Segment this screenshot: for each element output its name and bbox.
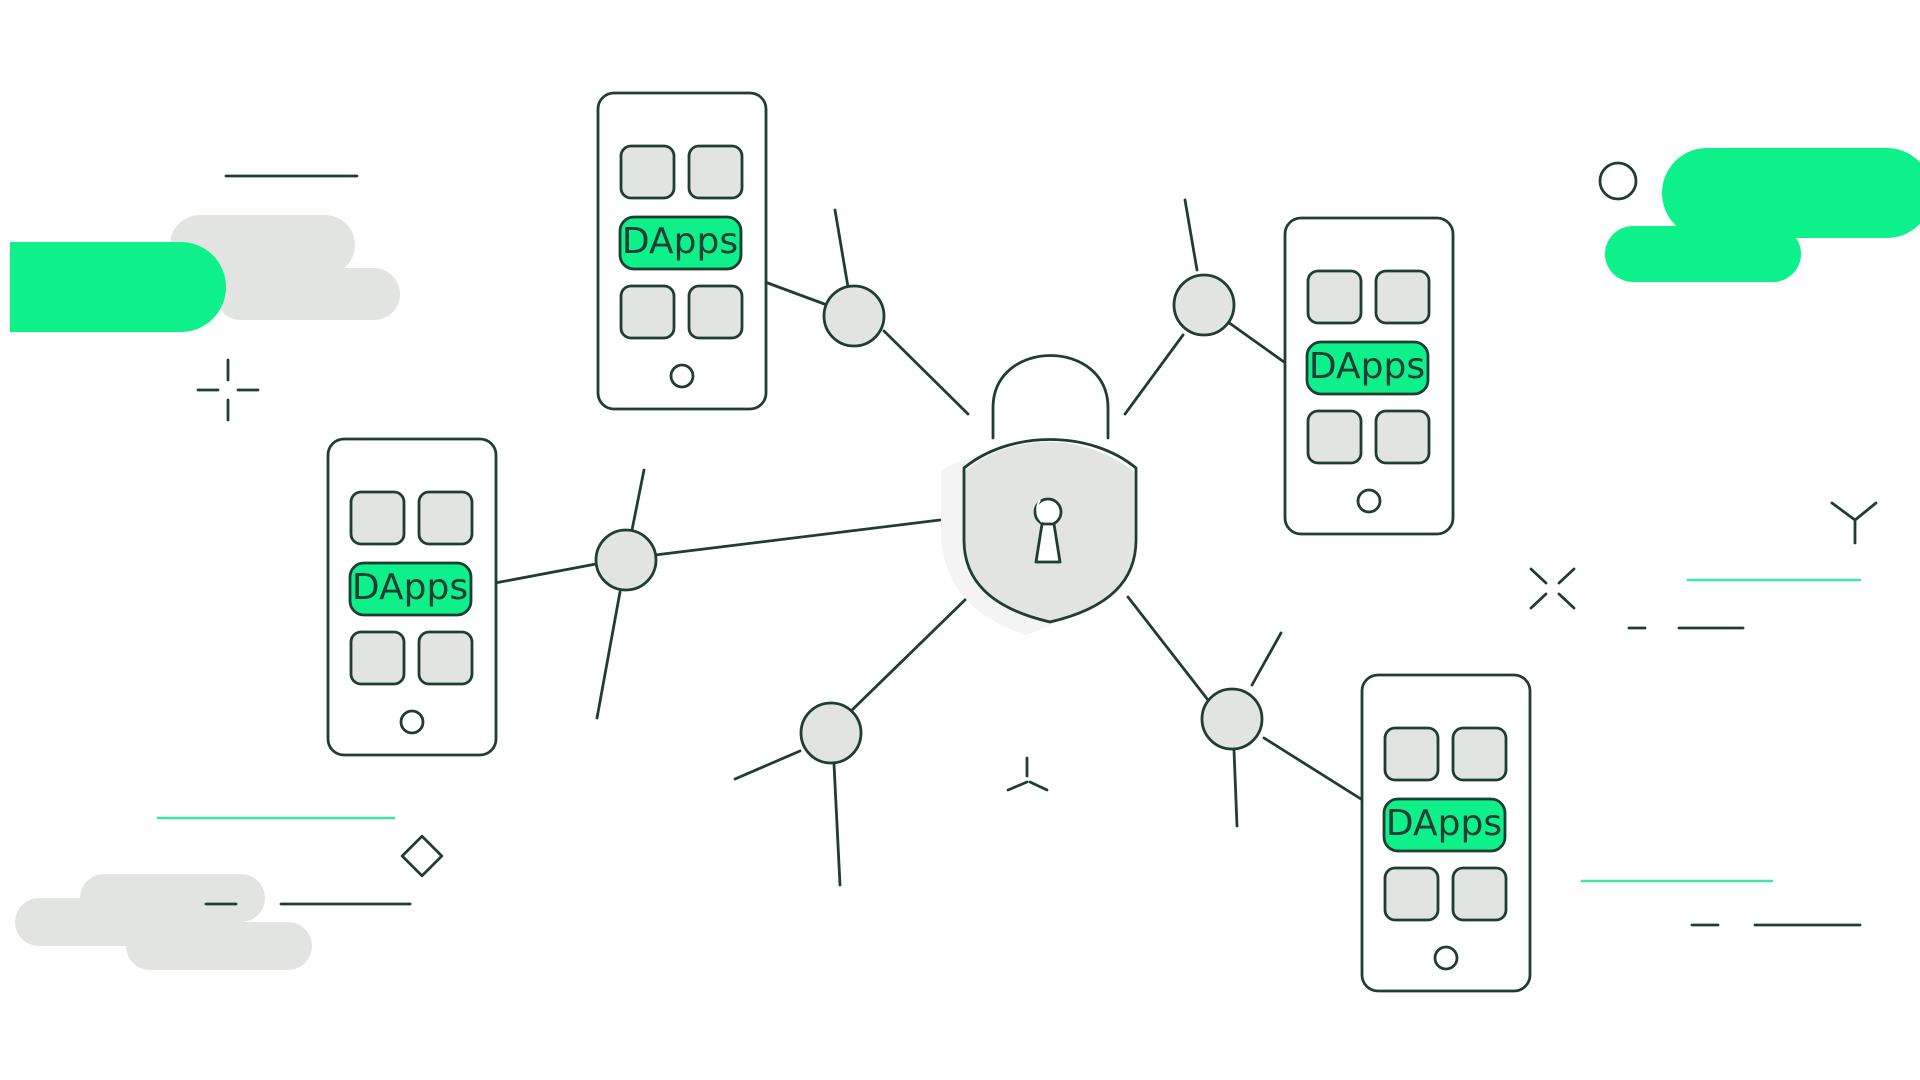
home-button <box>1433 945 1459 971</box>
sparkle-tri-icon <box>1006 756 1049 792</box>
diamond-icon <box>400 834 444 878</box>
sparkle-plus-icon <box>196 358 260 422</box>
app-tile <box>349 630 406 686</box>
home-button <box>1356 488 1382 514</box>
app-tile <box>1306 409 1363 465</box>
cloud-top-left <box>10 215 400 332</box>
network-node <box>594 528 658 592</box>
app-tile <box>687 144 744 200</box>
app-tile <box>687 284 744 340</box>
app-tile <box>349 490 406 546</box>
app-tile <box>619 284 676 340</box>
ring-icon <box>1598 161 1638 201</box>
phone-top: DApps <box>596 91 768 411</box>
dapps-label-text: DApps <box>622 221 738 262</box>
phone-left: DApps <box>326 437 498 757</box>
app-tile <box>1374 269 1431 325</box>
dapps-label-text: DApps <box>1386 803 1502 844</box>
app-tile <box>1306 269 1363 325</box>
network-nodes <box>594 273 1264 765</box>
app-tile <box>417 630 474 686</box>
app-tile <box>1383 866 1440 922</box>
cloud-bottom-left <box>15 874 312 970</box>
app-tile <box>1451 866 1508 922</box>
padlock-shield-icon <box>941 354 1138 635</box>
phone-right: DApps <box>1283 216 1455 536</box>
dapps-label-text: DApps <box>1309 346 1425 387</box>
network-node <box>1200 687 1264 751</box>
app-tile <box>619 144 676 200</box>
dapps-label <box>348 561 473 617</box>
dapps-label <box>1382 797 1507 853</box>
app-tile <box>417 490 474 546</box>
dapps-label-text: DApps <box>352 567 468 608</box>
app-tile <box>1383 726 1440 782</box>
phone-bottom-right: DApps <box>1360 673 1532 993</box>
network-node <box>822 284 886 348</box>
sparkle-x-icon <box>1529 567 1576 610</box>
home-button <box>669 363 695 389</box>
sparkle-y-icon <box>1830 501 1878 545</box>
app-tile <box>1451 726 1508 782</box>
network-node <box>1172 273 1236 337</box>
network-links <box>493 198 1363 887</box>
cloud-top-right <box>1605 148 1920 282</box>
decorations <box>156 161 1878 927</box>
dapps-label <box>618 215 743 271</box>
network-node <box>799 701 863 765</box>
home-button <box>399 709 425 735</box>
app-tile <box>1374 409 1431 465</box>
dapps-label <box>1305 340 1430 396</box>
